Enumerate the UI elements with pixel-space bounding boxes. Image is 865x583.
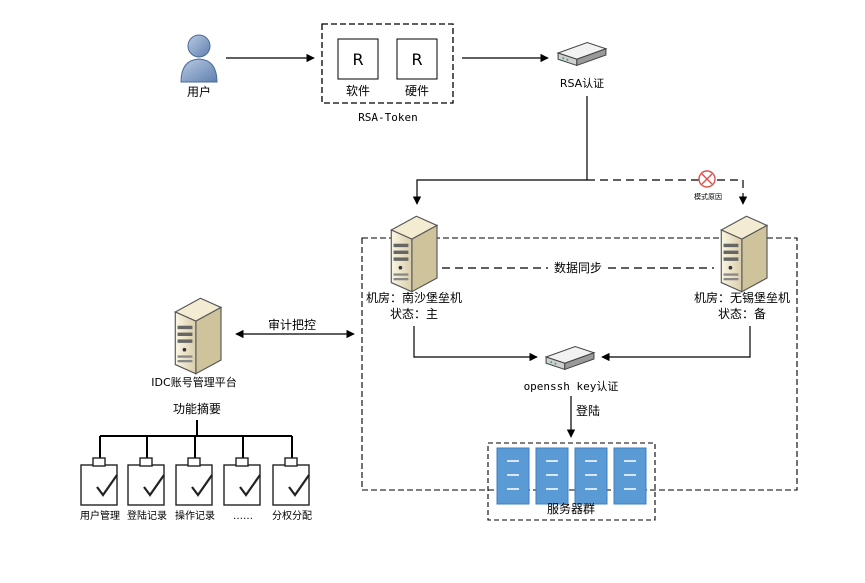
- function-check-icon: [271, 456, 311, 507]
- function-item-label: ……: [233, 511, 253, 522]
- function-items: 用户管理登陆记录操作记录 …… 分权分配: [79, 436, 312, 522]
- audit-label: 审计把控: [268, 317, 316, 332]
- function-item-label: 用户管理: [80, 509, 120, 522]
- software-token-label: 软件: [346, 84, 370, 98]
- idc-platform-server-icon: [174, 297, 222, 375]
- function-check-icon: [174, 456, 214, 507]
- primary-bastion-server-icon: [390, 215, 438, 293]
- user-label: 用户: [187, 84, 211, 99]
- failover-label: 模式原因: [694, 192, 722, 201]
- hardware-token-letter: R: [411, 50, 422, 69]
- hardware-token-card: [396, 38, 438, 80]
- server-group-box: [487, 442, 656, 521]
- arrow-backup-to-ssh: [601, 326, 751, 362]
- server-rack-icon: [496, 447, 530, 505]
- server-rack-icon: [535, 447, 569, 505]
- backup-server-line2: 状态：备: [718, 307, 766, 321]
- function-item-label: 登陆记录: [127, 509, 167, 522]
- backup-server-line1: 机房：无锡堡垒机: [694, 290, 790, 305]
- function-check-icon: [79, 456, 119, 507]
- arrow-rsa-to-backup-dashed: [587, 179, 748, 205]
- function-item-label: 分权分配: [272, 509, 312, 522]
- sync-label: 数据同步: [554, 260, 602, 275]
- software-token-card: [337, 38, 379, 80]
- software-token-letter: R: [352, 50, 363, 69]
- hardware-token-label: 硬件: [405, 84, 429, 98]
- backup-bastion-server-icon: [720, 215, 768, 293]
- idc-platform-label: IDC账号管理平台: [151, 375, 236, 389]
- ssh-auth-device-icon: [545, 346, 595, 370]
- functions-title: 功能摘要: [173, 401, 221, 416]
- rsa-auth-device-icon: [557, 42, 607, 66]
- function-check-icon: [126, 456, 166, 507]
- token-group-box: [321, 23, 454, 104]
- arrow-rsa-to-primary: [412, 179, 587, 205]
- function-check-icon: [222, 456, 262, 507]
- user-icon: [180, 34, 218, 83]
- token-group-label: RSA-Token: [358, 111, 418, 124]
- arrow-primary-to-ssh: [413, 326, 538, 362]
- primary-server-line1: 机房：南沙堡垒机: [366, 290, 462, 305]
- failover-x-icon: [698, 170, 716, 188]
- server-group-label: 服务器群: [547, 501, 595, 516]
- ssh-auth-label: openssh key认证: [524, 380, 619, 393]
- login-label: 登陆: [576, 403, 600, 418]
- function-item-label: 操作记录: [175, 509, 215, 522]
- server-rack-icon: [613, 447, 647, 505]
- rsa-auth-label: RSA认证: [560, 77, 604, 90]
- server-rack-icons: [496, 447, 647, 505]
- primary-server-line2: 状态：主: [390, 307, 438, 321]
- server-rack-icon: [574, 447, 608, 505]
